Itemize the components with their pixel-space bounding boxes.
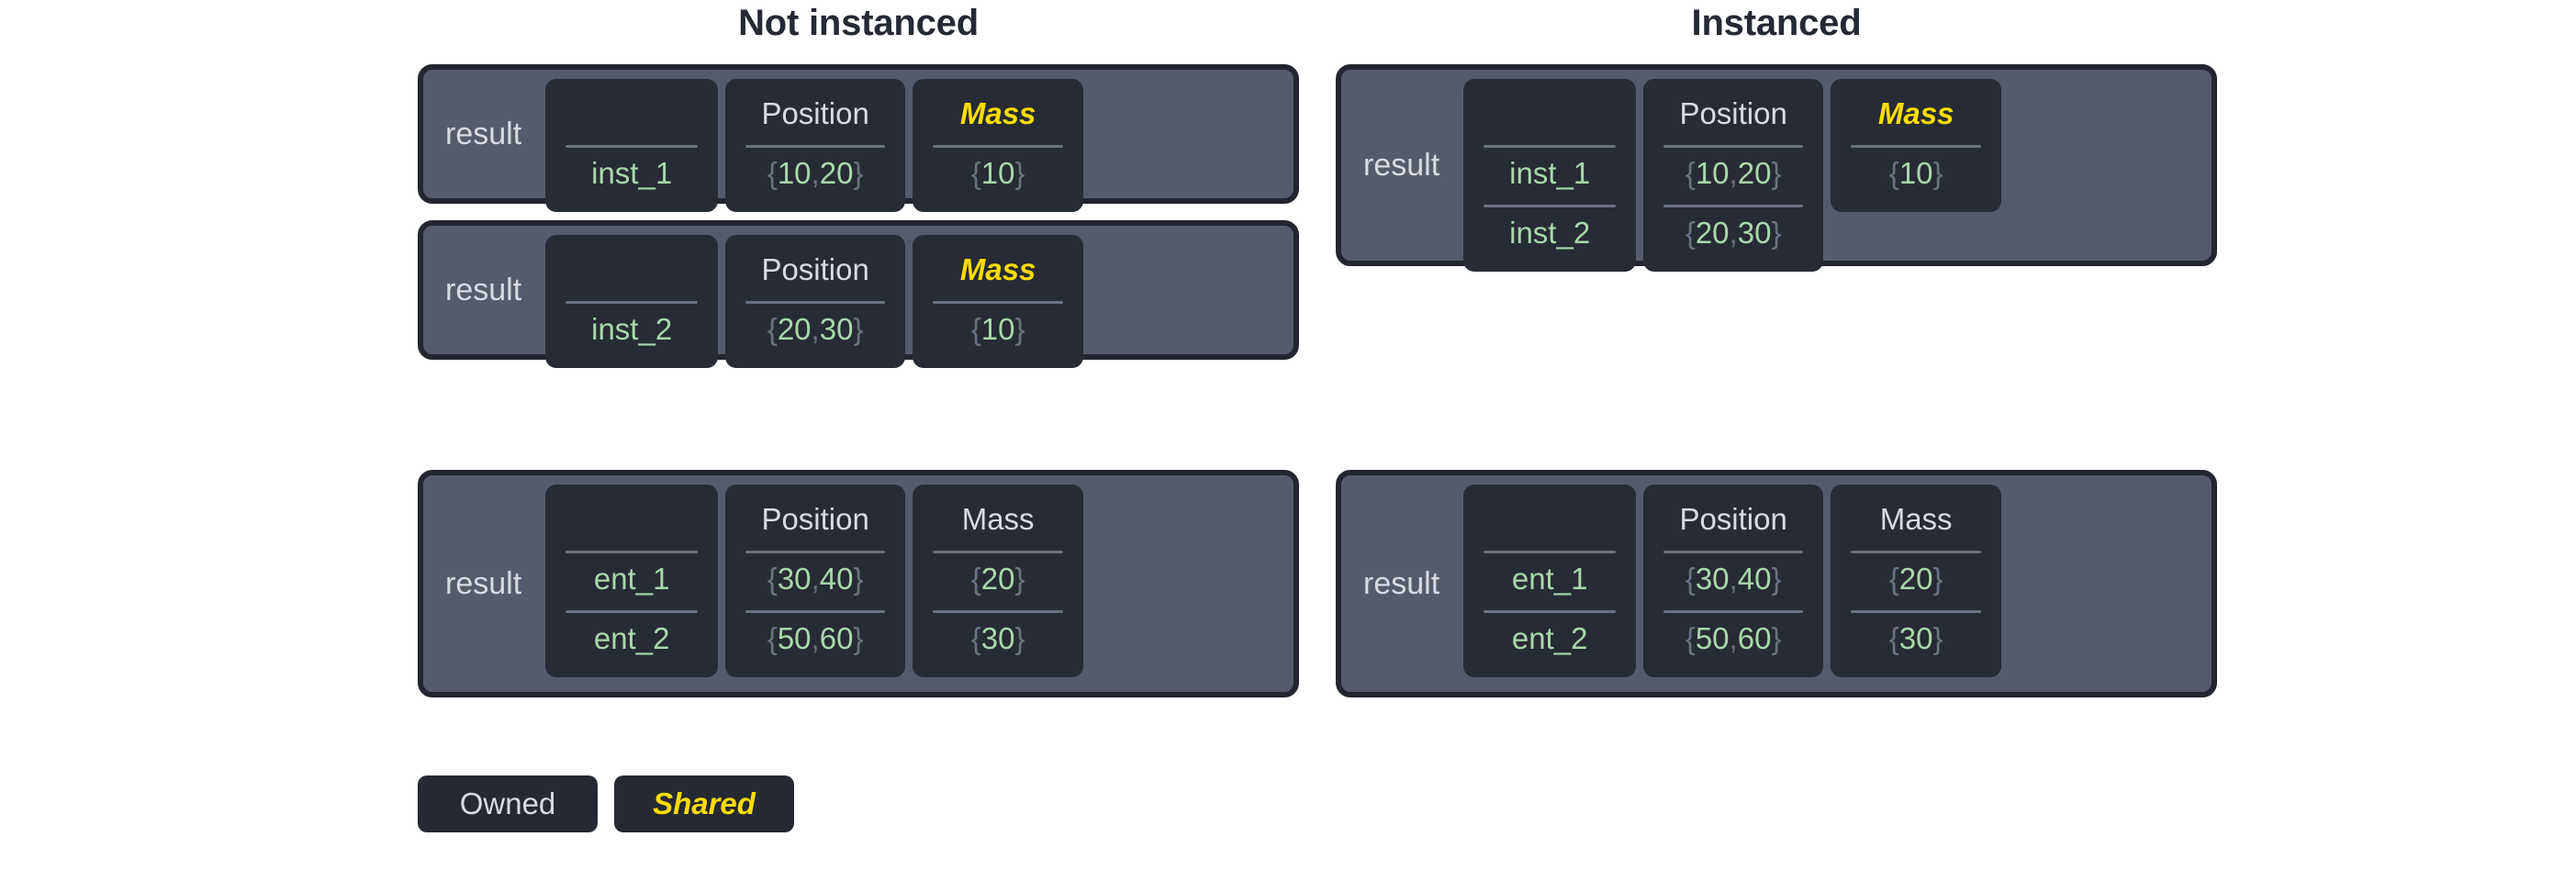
column-rule xyxy=(566,551,699,553)
result-columns: ent_1 ent_2 Position {30, 40} {50, 60} M… xyxy=(545,485,1284,683)
column-title-instanced: Instanced xyxy=(1691,3,1862,43)
column-header-mass: Mass xyxy=(961,502,1035,536)
column-rule xyxy=(933,145,1064,148)
column-position: Position {10, 20} xyxy=(725,79,906,212)
cell-id: ent_1 xyxy=(1511,562,1588,596)
column-rule xyxy=(745,551,886,553)
column-rule xyxy=(1484,145,1617,148)
column-header-mass: Mass xyxy=(1879,502,1953,536)
cell-position: {30, 40} xyxy=(767,562,864,596)
cell-position: {30, 40} xyxy=(1685,562,1782,596)
column-id: ent_1 ent_2 xyxy=(545,485,719,677)
column-mass-shared: Mass {10} xyxy=(1831,79,2002,212)
column-header-mass: Mass xyxy=(959,252,1036,286)
cell-mass: {10} xyxy=(970,156,1025,190)
cell-id: inst_1 xyxy=(1509,156,1591,190)
column-mass: Mass {20} {30} xyxy=(913,485,1084,677)
cell-mass: {20} xyxy=(970,562,1025,596)
cell-position: {20, 30} xyxy=(1685,216,1782,250)
result-columns: inst_2 Position {20, 30} Mass {10} xyxy=(545,235,1284,368)
result-card: result inst_1 inst_2 Position {10, 20} {… xyxy=(1336,64,2217,272)
result-label: result xyxy=(445,116,522,151)
column-id: inst_1 xyxy=(545,79,719,212)
cell-position: {10, 20} xyxy=(767,156,864,190)
cell-position: {10, 20} xyxy=(1685,156,1782,190)
column-mass: Mass {20} {30} xyxy=(1831,485,2002,677)
column-title-not-instanced: Not instanced xyxy=(738,3,979,43)
result-label: result xyxy=(445,565,522,601)
column-position: Position {10, 20} {20, 30} xyxy=(1643,79,1824,272)
result-columns: inst_1 Position {10, 20} Mass {10} xyxy=(545,79,1284,212)
column-position: Position {30, 40} {50, 60} xyxy=(725,485,906,677)
column-header-mass: Mass xyxy=(959,96,1036,130)
cell-id: inst_2 xyxy=(591,312,673,346)
column-mass: Mass {10} xyxy=(913,235,1084,368)
result-card: result inst_2 Position {20, 30} Mass {10… xyxy=(418,220,1299,368)
row-rule xyxy=(1663,610,1804,613)
cell-position: {50, 60} xyxy=(1685,621,1782,655)
cell-id: inst_2 xyxy=(1509,216,1591,250)
cell-id: ent_2 xyxy=(593,621,670,655)
column-id: ent_1 ent_2 xyxy=(1463,485,1637,677)
result-columns: ent_1 ent_2 Position {30, 40} {50, 60} M… xyxy=(1463,485,2202,683)
cell-mass: {30} xyxy=(1888,621,1943,655)
row-rule xyxy=(1851,610,1982,613)
column-rule xyxy=(933,301,1064,304)
legend-item-owned: Owned xyxy=(418,775,598,832)
column-header-mass: Mass xyxy=(1877,96,1954,130)
column-rule xyxy=(1663,551,1804,553)
column-id: inst_1 inst_2 xyxy=(1463,79,1637,272)
column-header-position: Position xyxy=(761,502,869,536)
column-header-position: Position xyxy=(1679,96,1787,130)
cell-mass: {30} xyxy=(970,621,1025,655)
cell-position: {20, 30} xyxy=(767,312,864,346)
column-rule xyxy=(745,301,886,304)
column-mass: Mass {10} xyxy=(913,79,1084,212)
column-position: Position {20, 30} xyxy=(725,235,906,368)
row-rule xyxy=(1484,205,1617,207)
column-header-position: Position xyxy=(761,96,869,130)
column-header-position: Position xyxy=(761,252,869,286)
result-card: result inst_1 Position {10, 20} Mass {10… xyxy=(418,64,1299,212)
column-header-position: Position xyxy=(1679,502,1787,536)
cell-mass: {10} xyxy=(970,312,1025,346)
column-rule xyxy=(1484,551,1617,553)
legend-item-shared: Shared xyxy=(614,775,794,832)
result-label: result xyxy=(1363,565,1440,601)
row-rule xyxy=(566,610,699,613)
column-rule xyxy=(566,145,699,148)
result-columns: inst_1 inst_2 Position {10, 20} {20, 30}… xyxy=(1463,79,2202,272)
row-rule xyxy=(745,610,886,613)
column-rule xyxy=(566,301,699,304)
column-rule xyxy=(1851,145,1982,148)
row-rule xyxy=(1484,610,1617,613)
result-card: result ent_1 ent_2 Position {30, 40} {50… xyxy=(418,470,1299,697)
column-id: inst_2 xyxy=(545,235,719,368)
column-rule xyxy=(1851,551,1982,553)
row-rule xyxy=(933,610,1064,613)
column-rule xyxy=(1663,145,1804,148)
cell-mass: {20} xyxy=(1888,562,1943,596)
column-position: Position {30, 40} {50, 60} xyxy=(1643,485,1824,677)
column-rule xyxy=(745,145,886,148)
result-label: result xyxy=(1363,147,1440,183)
cell-position: {50, 60} xyxy=(767,621,864,655)
row-rule xyxy=(1663,205,1804,207)
cell-id: ent_1 xyxy=(593,562,670,596)
result-label: result xyxy=(445,272,522,307)
result-card: result ent_1 ent_2 Position {30, 40} {50… xyxy=(1336,470,2217,697)
column-rule xyxy=(933,551,1064,553)
cell-id: inst_1 xyxy=(591,156,673,190)
cell-id: ent_2 xyxy=(1511,621,1588,655)
legend: Owned Shared xyxy=(418,775,794,832)
cell-mass: {10} xyxy=(1888,156,1943,190)
